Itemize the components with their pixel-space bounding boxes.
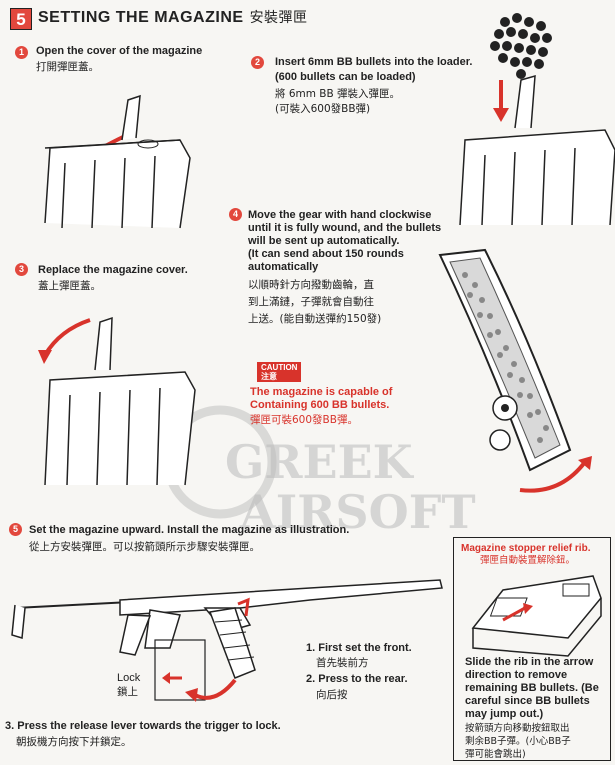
step1-text-cn: 打開彈匣蓋。 [36, 61, 99, 73]
stopper-title-cn: 彈匣自動裝置解除鈕。 [480, 555, 576, 566]
step2-text-cn1: 將 6mm BB 彈裝入彈匣。 [275, 88, 401, 100]
step5-text-cn: 從上方安裝彈匣。可以按箭頭所示步驟安裝彈匣。 [29, 541, 260, 553]
step4-line3: will be sent up automatically. [248, 235, 400, 247]
magazine-illustration-close [38, 316, 196, 486]
install-press-text: 2. Press to the rear. [306, 673, 408, 685]
step2-text-cn2: (可裝入600發BB彈) [275, 103, 371, 115]
loaded-magazine-illustration [438, 248, 592, 493]
step4-line5: automatically [248, 261, 319, 273]
step4-number: 4 [229, 208, 242, 221]
step3-number: 3 [15, 263, 28, 276]
stopper-line5: may jump out.) [465, 708, 544, 720]
step4-text-cn2: 到上滿鏈，子彈就會自動往 [248, 296, 374, 308]
step1-text: Open the cover of the magazine [36, 45, 203, 57]
step2-line2: (600 bullets can be loaded) [275, 71, 416, 83]
caution-badge: CAUTION 注意 [257, 362, 302, 382]
step1-number: 1 [15, 46, 28, 59]
step4-line1: Move the gear with hand clockwise [248, 209, 432, 221]
section-number: 5 [10, 8, 32, 30]
step3-text: Replace the magazine cover. [38, 264, 188, 276]
step4-text-cn3: 上送。(能自動送彈約150發) [248, 313, 382, 325]
stopper-text-cn1: 按箭頭方向移動按鈕取出 [465, 723, 570, 734]
step4-line4: (It can send about 150 rounds [248, 248, 404, 260]
install-first-text: 1. First set the front. [306, 642, 412, 654]
stopper-line2: direction to remove [465, 669, 568, 681]
watermark-line1: GREEK [225, 435, 415, 489]
rifle-illustration [11, 579, 443, 702]
stopper-text-cn3: 彈可能會跳出) [465, 749, 526, 760]
release-text: 3. Press the release lever towards the t… [5, 720, 281, 732]
install-first-text-cn: 首先裝前方 [316, 657, 369, 669]
release-text-cn: 朝扳機方向按下并鎖定。 [16, 736, 132, 748]
step3-text-cn: 蓋上彈匣蓋。 [38, 280, 101, 292]
bb-loader-illustration [459, 13, 615, 226]
stopper-text-cn2: 剩余BB子彈。(小心BB子 [465, 736, 571, 747]
caution-line2: Containing 600 BB bullets. [250, 399, 390, 411]
lock-label: Lock [117, 672, 141, 684]
step5-text: Set the magazine upward. Install the mag… [29, 524, 350, 536]
caution-text-cn: 彈匣可裝600發BB彈。 [250, 414, 358, 426]
stopper-line3: remaining BB bullets. (Be [465, 682, 599, 694]
step5-number: 5 [9, 523, 22, 536]
stopper-rib-illustration [471, 575, 602, 657]
step4-line2: until it is fully wound, and the bullets [248, 222, 442, 234]
step2-number: 2 [251, 56, 264, 69]
step4-text-cn1: 以順時針方向撥動齒輪，直 [248, 279, 374, 291]
lock-label-cn: 鎖上 [117, 686, 138, 698]
step2-line1: Insert 6mm BB bullets into the loader. [275, 56, 473, 68]
caution-line1: The magazine is capable of [250, 386, 393, 398]
stopper-line4: careful since BB bullets [465, 695, 590, 707]
stopper-title: Magazine stopper relief rib. [461, 543, 591, 554]
install-press-text-cn: 向后按 [316, 689, 348, 701]
magazine-illustration-open [44, 94, 191, 229]
stopper-line1: Slide the rib in the arrow [465, 656, 594, 668]
